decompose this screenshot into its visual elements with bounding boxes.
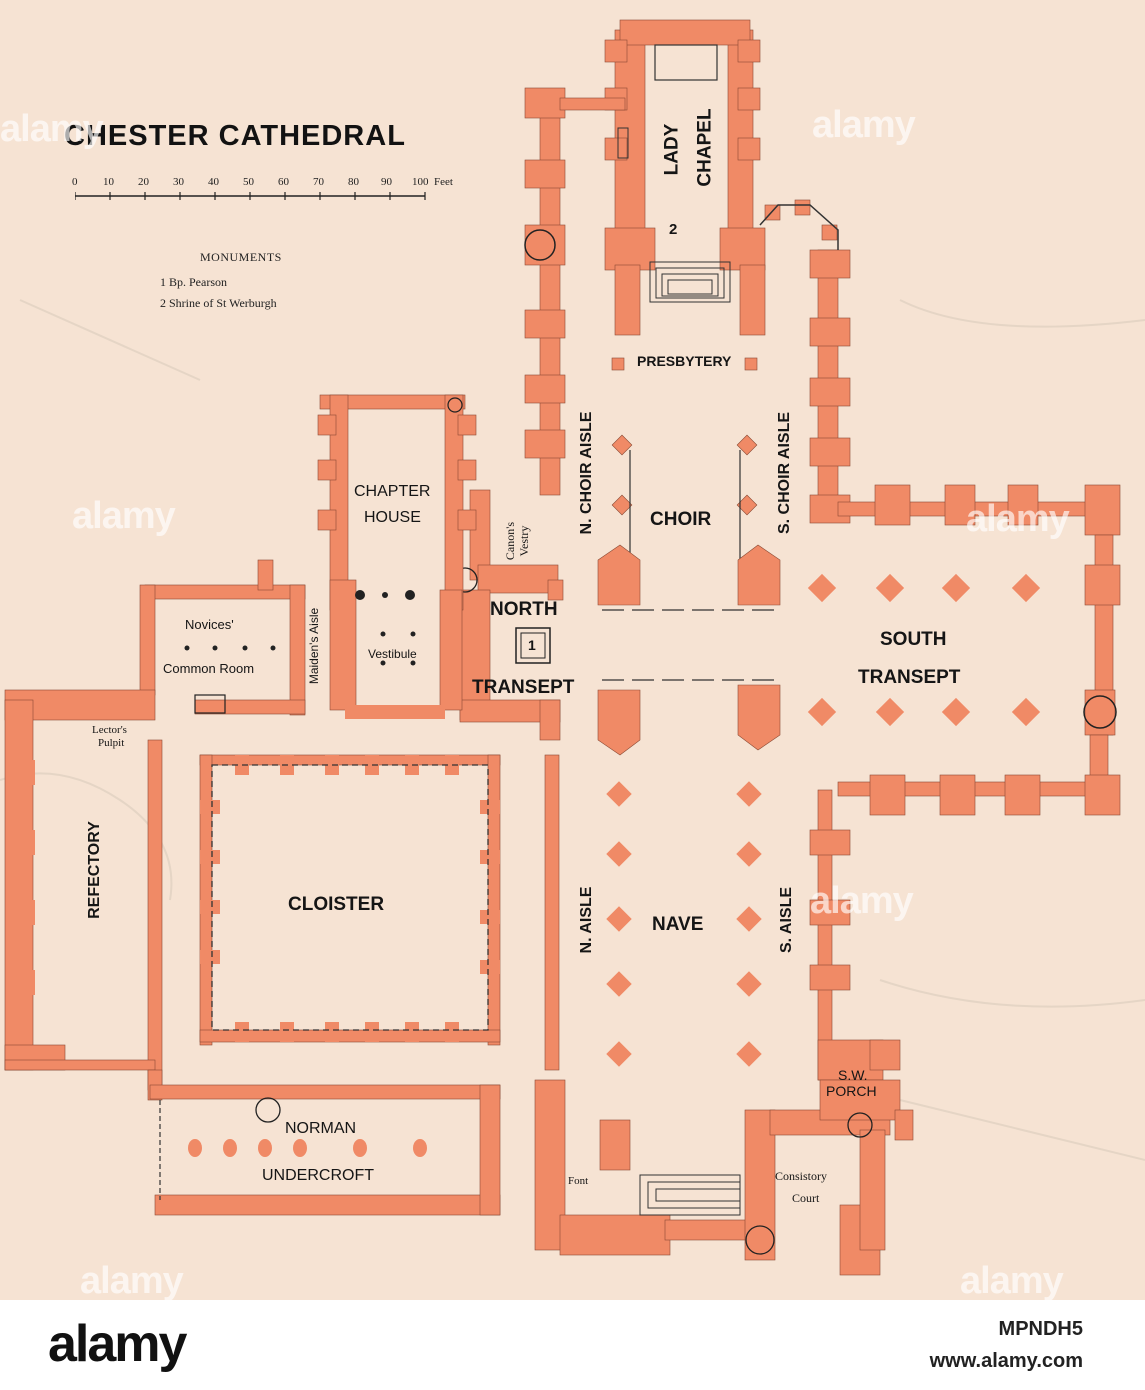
north-transept-walls: [459, 489, 564, 741]
label-north-transept: NORTH: [490, 599, 558, 620]
legend-heading: MONUMENTS: [200, 250, 282, 264]
legend-item: 2 Shrine of St Werburgh: [160, 296, 277, 310]
label-lectors-pulpit: Lector's: [92, 724, 127, 736]
scale-tick-label: 20: [138, 176, 149, 188]
presbytery-steps: [649, 261, 731, 303]
label-chapter-house: HOUSE: [364, 509, 421, 526]
label-choir: CHOIR: [650, 509, 712, 530]
label-south-transept: SOUTH: [880, 629, 947, 650]
watermark: alamy: [960, 1260, 1064, 1300]
west-steps: [639, 1174, 741, 1216]
south-choir-aisle-wall: [764, 199, 851, 524]
label-lady-chapel: LADY: [661, 123, 683, 176]
scale-unit: Feet: [434, 176, 453, 188]
image-id: MPNDH5: [998, 1318, 1083, 1340]
label-nave: NAVE: [652, 914, 704, 935]
scale-tick-label: 60: [278, 176, 289, 188]
south-transept-piers: [807, 573, 1041, 727]
footer-bar: alamy MPNDH5 www.alamy.com: [0, 1300, 1145, 1390]
monuments-legend: MONUMENTS 1 Bp. Pearson 2 Shrine of St W…: [160, 250, 282, 317]
label-n-aisle: N. AISLE: [578, 886, 595, 954]
site-url: www.alamy.com: [929, 1350, 1083, 1372]
label-lectors-pulpit: Pulpit: [98, 737, 125, 749]
legend-item: 1 Bp. Pearson: [160, 275, 227, 289]
watermark: alamy: [72, 495, 176, 537]
scale-tick-label: 90: [381, 176, 392, 188]
west-end-walls: [149, 1079, 914, 1276]
label-vestibule: Vestibule: [368, 647, 417, 661]
south-transept-walls: [837, 484, 1121, 816]
label-canons-vestry: Vestry: [517, 525, 531, 557]
label-maidens-aisle: Maiden's Aisle: [307, 607, 321, 685]
scale-bar: [75, 192, 426, 200]
label-consistory-court: Court: [792, 1191, 820, 1205]
label-lady-chapel: CHAPEL: [694, 108, 716, 187]
label-s-aisle: S. AISLE: [778, 886, 795, 954]
brand-logo: alamy: [48, 1315, 187, 1373]
scale-tick-label: 0: [72, 176, 78, 188]
watermark: alamy: [812, 104, 916, 146]
label-presbytery: PRESBYTERY: [637, 353, 732, 369]
label-chapter-house: CHAPTER: [354, 483, 431, 500]
label-sw-porch: S.W.: [838, 1067, 868, 1083]
label-canons-vestry: Canon's: [503, 521, 517, 561]
nave-walls: [544, 754, 901, 1081]
claustral-walls: [4, 559, 306, 1101]
label-s-choir-aisle: S. CHOIR AISLE: [776, 411, 793, 535]
label-north-transept: TRANSEPT: [472, 677, 575, 698]
label-novices-common-room: Common Room: [163, 661, 255, 676]
scale-tick-label: 70: [313, 176, 324, 188]
lady-chapel-walls: [604, 19, 766, 271]
label-novices-common-room: Novices': [185, 617, 234, 632]
crossing-piers: [597, 544, 781, 756]
watermark: alamy: [810, 880, 914, 922]
chapter-house-walls: [317, 394, 477, 711]
scale-tick-label: 80: [348, 176, 359, 188]
label-consistory-court: Consistory: [775, 1169, 828, 1183]
label-refectory: REFECTORY: [86, 821, 103, 919]
map-canvas: CHESTER CATHEDRAL 0 10 20 30 40 50 60 70…: [0, 19, 1145, 1300]
label-font: Font: [568, 1175, 589, 1187]
label-cloister: CLOISTER: [288, 894, 385, 915]
label-norman-undercroft: NORMAN: [285, 1120, 357, 1137]
nave-piers: [606, 781, 762, 1067]
label-south-transept: TRANSEPT: [858, 667, 961, 688]
scale-tick-label: 30: [173, 176, 184, 188]
watermark: alamy: [0, 108, 104, 150]
watermark: alamy: [80, 1260, 184, 1300]
label-n-choir-aisle: N. CHOIR AISLE: [578, 411, 595, 535]
scale-tick-label: 40: [208, 176, 219, 188]
monument-marker-1: 1: [528, 637, 536, 653]
scale-tick-label: 10: [103, 176, 114, 188]
scale-tick-label: 100: [412, 176, 429, 188]
map-title: CHESTER CATHEDRAL: [64, 120, 406, 152]
monument-marker-2: 2: [669, 221, 678, 238]
watermark: alamy: [966, 498, 1070, 540]
label-norman-undercroft: UNDERCROFT: [262, 1167, 374, 1184]
label-sw-porch: PORCH: [826, 1083, 877, 1099]
floor-plan: [0, 19, 1145, 1276]
background-street-map: [0, 299, 1145, 1161]
choir-piers: [611, 264, 766, 516]
scale-tick-label: 50: [243, 176, 254, 188]
north-choir-aisle-wall: [524, 87, 626, 496]
